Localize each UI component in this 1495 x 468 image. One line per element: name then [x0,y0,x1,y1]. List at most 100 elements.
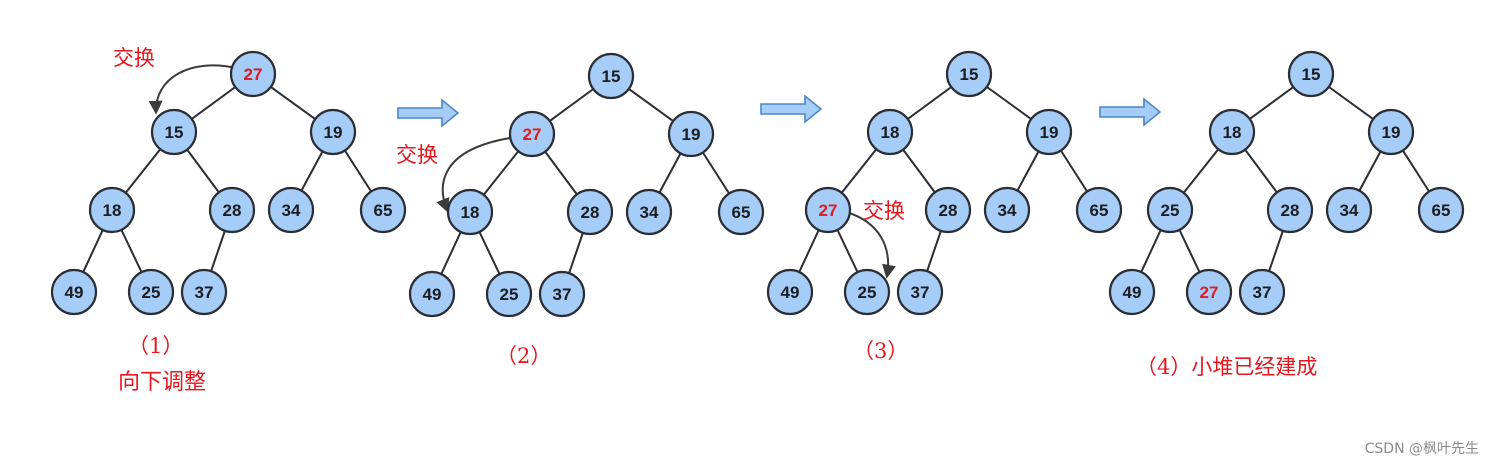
node-circle [359,186,407,234]
caption-panel-1-subtitle: 向下调整 [118,370,207,395]
node-circle [1417,186,1465,234]
node-value: 15 [602,67,621,86]
node-circle [1108,268,1156,316]
watermark: CSDN @枫叶先生 [1364,441,1479,457]
node-circle [1146,186,1194,234]
node-value: 18 [881,123,900,142]
node-circle [408,270,456,318]
node-value: 49 [781,283,800,302]
heap-node: 27 [508,110,556,158]
node-value: 34 [998,201,1017,220]
node-circle [587,52,635,100]
node-value: 25 [1161,201,1180,220]
heap-node: 27 [804,186,852,234]
heap-node: 49 [766,268,814,316]
node-value: 65 [1432,201,1451,220]
swap-label-3: 交换 [863,199,905,223]
node-circle [267,186,315,234]
node-circle [1185,268,1233,316]
caption-panel-4: （4）小堆已经建成 [1136,355,1318,379]
heap-node: 65 [1075,186,1123,234]
node-circle [766,268,814,316]
heap-node: 19 [309,108,357,156]
heap-node: 37 [180,268,228,316]
node-value: 37 [553,285,572,304]
node-value: 49 [65,283,84,302]
heap-node: 28 [208,186,256,234]
node-circle [1208,108,1256,156]
node-value: 19 [1040,123,1059,142]
node-value: 65 [732,203,751,222]
node-value: 18 [103,201,122,220]
node-circle [508,110,556,158]
node-circle [625,188,673,236]
heap-node: 37 [896,268,944,316]
node-value: 49 [423,285,442,304]
heap-node: 65 [1417,186,1465,234]
heap-node: 27 [1185,268,1233,316]
heap-node: 34 [983,186,1031,234]
node-value: 65 [1090,201,1109,220]
node-circle [804,186,852,234]
node-circle [566,188,614,236]
node-value: 18 [461,203,480,222]
heap-node: 65 [359,186,407,234]
node-value: 34 [282,201,301,220]
node-value: 49 [1123,283,1142,302]
heap-node: 18 [88,186,136,234]
node-circle [667,110,715,158]
node-circle [180,268,228,316]
heap-node: 18 [866,108,914,156]
node-circle [127,268,175,316]
node-circle [1075,186,1123,234]
heap-node: 19 [1025,108,1073,156]
node-value: 37 [911,283,930,302]
swap-arrow [845,211,896,279]
heap-node: 37 [538,270,586,318]
node-circle [229,50,277,98]
node-circle [50,268,98,316]
heap-node: 49 [408,270,456,318]
swap-arrow [436,137,511,213]
node-circle [446,188,494,236]
heap-node: 65 [717,188,765,236]
node-circle [88,186,136,234]
heap-node: 19 [667,110,715,158]
heap-node: 19 [1367,108,1415,156]
node-circle [1238,268,1286,316]
heap-node: 28 [924,186,972,234]
node-value: 27 [819,201,838,220]
node-value: 65 [374,201,393,220]
node-circle [945,50,993,98]
node-circle [1287,50,1335,98]
node-circle [896,268,944,316]
heap-node: 37 [1238,268,1286,316]
node-value: 27 [244,65,263,84]
node-circle [983,186,1031,234]
heap-node: 34 [267,186,315,234]
caption-panel-3: （3） [853,339,909,363]
heap-node: 25 [843,268,891,316]
node-circle [538,270,586,318]
node-value: 19 [1382,123,1401,142]
node-value: 25 [142,283,161,302]
step-arrow [397,98,460,128]
node-value: 28 [939,201,958,220]
heap-node: 25 [1146,186,1194,234]
node-circle [1266,186,1314,234]
heap-node: 28 [566,188,614,236]
heap-node: 27 [229,50,277,98]
heap-node: 28 [1266,186,1314,234]
heap-node: 15 [150,108,198,156]
caption-panel-2: （2） [496,344,552,368]
step-arrow [760,94,823,124]
swap-label-2: 交换 [396,143,438,167]
node-value: 15 [165,123,184,142]
node-circle [924,186,972,234]
node-circle [1025,108,1073,156]
step-arrow [1099,97,1162,127]
heap-node: 34 [1325,186,1373,234]
node-value: 25 [858,283,877,302]
node-value: 18 [1223,123,1242,142]
node-value: 27 [523,125,542,144]
